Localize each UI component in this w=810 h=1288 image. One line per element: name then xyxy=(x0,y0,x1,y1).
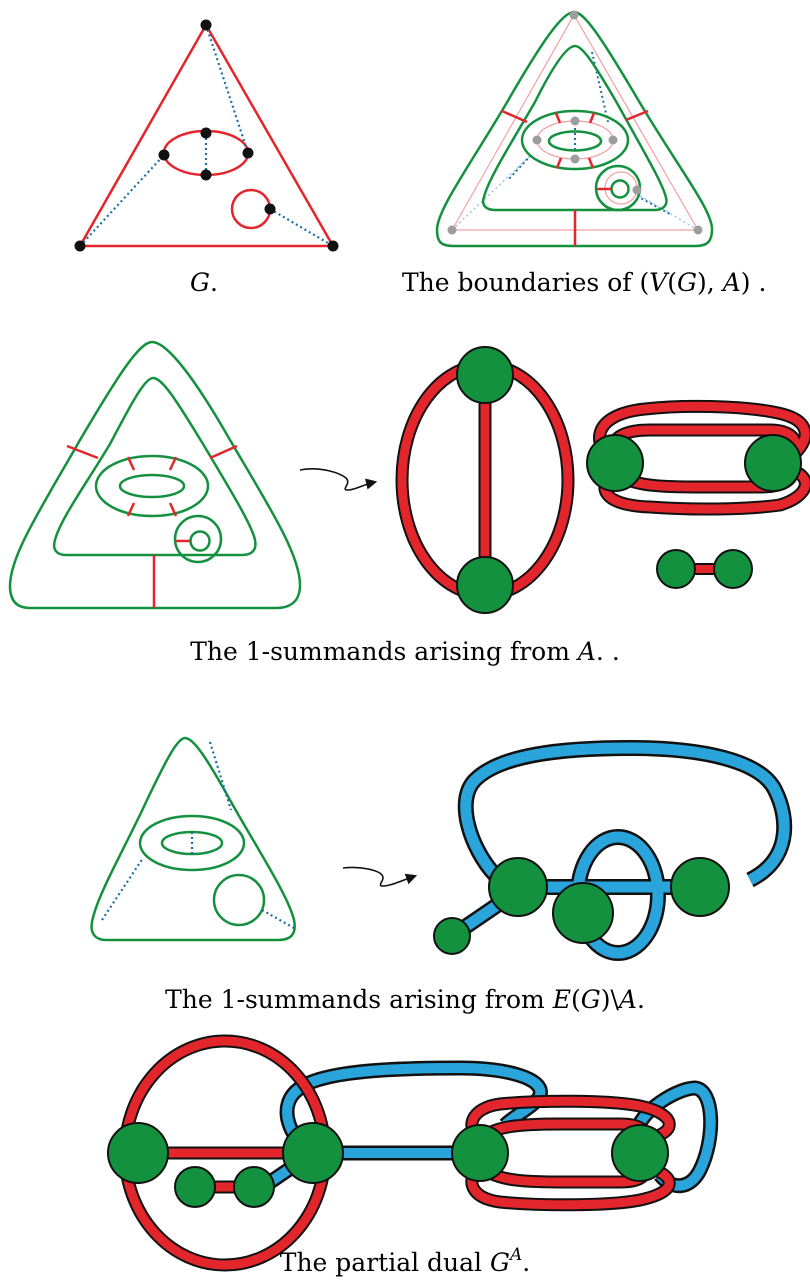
vertex-disc xyxy=(656,549,696,589)
vertex-disc xyxy=(174,1166,216,1208)
squiggle-arrow-1 xyxy=(299,468,378,491)
vertex-disc xyxy=(586,434,644,492)
vertex-disc xyxy=(670,857,730,917)
vertex-disc xyxy=(552,882,614,944)
caption-summands-a: The 1-summands arising from A. . xyxy=(190,637,620,666)
loop-edge xyxy=(230,188,272,230)
vertex-disc xyxy=(611,1124,669,1182)
ribbon-graph-a xyxy=(395,346,810,614)
triangle-edges xyxy=(77,22,336,248)
caption-graph: G. xyxy=(190,268,218,297)
vertex-disc xyxy=(456,556,514,614)
vertex-disc xyxy=(488,857,548,917)
caption-boundaries: The boundaries of (V(G), A) . xyxy=(402,268,766,297)
boundaries-panel xyxy=(435,10,714,248)
vertex-disc xyxy=(282,1122,344,1184)
vertex-disc xyxy=(713,549,753,589)
vertex-disc xyxy=(433,917,471,955)
caption-partial-dual: The partial dual GA. xyxy=(280,1245,530,1277)
boundary-surface-complement xyxy=(90,736,296,942)
vertex-disc xyxy=(744,434,802,492)
graph-g xyxy=(74,19,339,252)
dotted-edges xyxy=(79,24,334,247)
caption-summands-complement: The 1-summands arising from E(G)\A. xyxy=(165,985,645,1014)
squiggle-arrow-2 xyxy=(342,866,418,887)
partial-dual-graph xyxy=(107,1034,719,1272)
vertex-disc xyxy=(233,1166,275,1208)
boundary-surface-a xyxy=(8,340,302,610)
vertex-disc xyxy=(107,1122,169,1184)
ribbon-graph-complement xyxy=(433,740,793,961)
vertex-disc xyxy=(451,1124,509,1182)
vertices xyxy=(74,19,339,252)
vertex-disc xyxy=(456,346,514,404)
